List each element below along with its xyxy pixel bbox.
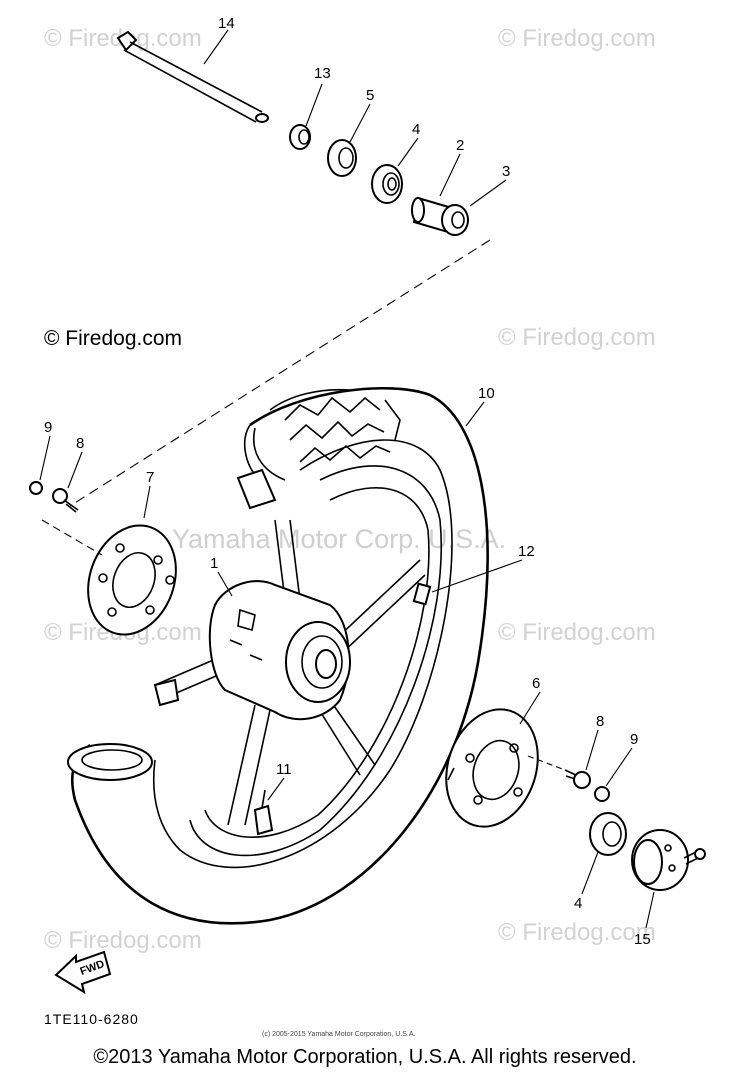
callout-6: 6 — [532, 675, 540, 692]
callout-8-right: 8 — [596, 713, 604, 730]
watermark-bottom-left: © Firedog.com — [44, 927, 202, 954]
bearing-lower-part — [589, 812, 627, 856]
watermark-center: Yamaha Motor Corp. U.S.A. — [172, 524, 506, 554]
callout-10: 10 — [478, 385, 495, 402]
bearing-upper-part — [371, 164, 403, 204]
watermark-top-right: © Firedog.com — [498, 25, 656, 52]
valve-part — [253, 789, 274, 836]
axle-part — [116, 30, 269, 123]
callout-11: 11 — [276, 761, 292, 778]
small-copyright: (c) 2005-2015 Yamaha Motor Corporation, … — [262, 1031, 415, 1038]
watermark-lower-right: © Firedog.com — [498, 619, 656, 646]
callout-13: 13 — [314, 65, 331, 82]
callout-9-right: 9 — [630, 731, 638, 748]
footer-copyright: ©2013 Yamaha Motor Corporation, U.S.A. A… — [93, 1046, 637, 1068]
callout-14: 14 — [218, 15, 235, 32]
callout-3: 3 — [502, 163, 510, 180]
spacer-part — [411, 196, 469, 236]
callout-2: 2 — [456, 137, 464, 154]
callout-4-upper: 4 — [412, 121, 420, 138]
hub-part — [208, 580, 351, 721]
bolt-left-part — [29, 481, 79, 513]
callout-9-left: 9 — [44, 419, 52, 436]
callout-1: 1 — [210, 555, 218, 572]
watermark-mid-left: © Firedog.com — [44, 327, 182, 350]
bolt-right-part — [564, 769, 610, 802]
oil-seal-part — [327, 139, 357, 177]
brake-disc-left-part — [87, 524, 177, 636]
callout-5: 5 — [366, 87, 374, 104]
callout-4-lower: 4 — [574, 895, 582, 912]
forward-arrow: FWD — [54, 950, 112, 995]
tire-part — [67, 386, 489, 925]
balance-weight-part — [412, 582, 432, 606]
front-wheel-diagram: © Firedog.com © Firedog.com © Firedog.co… — [29, 15, 706, 1038]
brake-disc-right-part — [445, 708, 539, 828]
callout-15: 15 — [634, 931, 651, 948]
watermark-mid-right: © Firedog.com — [498, 324, 656, 351]
collar-part — [289, 124, 311, 150]
watermark-bottom-right: © Firedog.com — [498, 919, 656, 946]
wheel-spokes — [153, 468, 426, 826]
callout-8-left: 8 — [76, 435, 84, 452]
meter-gear-part — [631, 829, 706, 891]
callout-12: 12 — [518, 543, 535, 560]
callout-7: 7 — [146, 469, 154, 486]
diagram-part-code: 1TE110-6280 — [44, 1011, 139, 1027]
